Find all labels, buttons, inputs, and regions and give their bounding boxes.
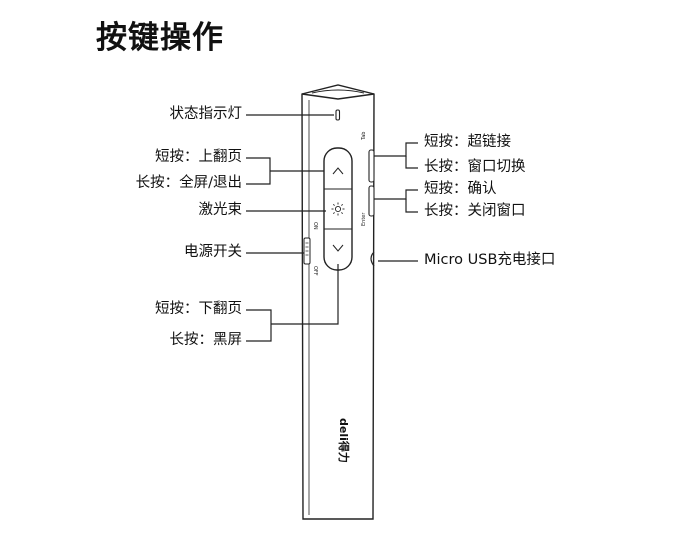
chevron-down-icon	[332, 244, 344, 252]
label-enter-short: 短按：确认	[424, 181, 497, 197]
tab-side-key[interactable]	[368, 149, 375, 183]
page-title: 按键操作	[96, 20, 224, 56]
label-page-up-long: 长按：全屏/退出	[135, 175, 242, 191]
label-page-up-short: 短按：上翻页	[155, 149, 242, 165]
laser-icon	[331, 202, 345, 216]
chevron-up-icon	[332, 167, 344, 175]
label-tab-short: 短按：超链接	[424, 134, 511, 150]
side-label-tab: Tab	[361, 132, 367, 141]
status-light	[335, 109, 341, 121]
side-label-enter: Enter	[361, 212, 367, 226]
label-power-switch: 电源开关	[184, 244, 242, 260]
switch-label-on: ON	[312, 222, 318, 230]
label-usb-port: Micro USB充电接口	[424, 252, 556, 268]
label-status-light: 状态指示灯	[169, 106, 243, 122]
power-switch[interactable]	[303, 237, 311, 265]
label-tab-long: 长按：窗口切换	[424, 159, 526, 175]
leader-lines	[246, 114, 418, 342]
label-page-down-long: 长按：黑屏	[169, 332, 243, 348]
button-cluster	[323, 147, 353, 271]
switch-label-off: OFF	[312, 266, 318, 276]
page-down-button[interactable]	[332, 244, 344, 252]
page-up-button[interactable]	[332, 167, 344, 175]
label-page-down-short: 短按：下翻页	[155, 301, 242, 317]
label-enter-long: 长按：关闭窗口	[424, 203, 526, 219]
laser-button[interactable]	[331, 202, 345, 216]
brand-logo: deli得力	[337, 418, 351, 463]
enter-side-key[interactable]	[368, 185, 375, 217]
label-laser: 激光束	[198, 202, 243, 218]
usb-port	[370, 251, 375, 267]
